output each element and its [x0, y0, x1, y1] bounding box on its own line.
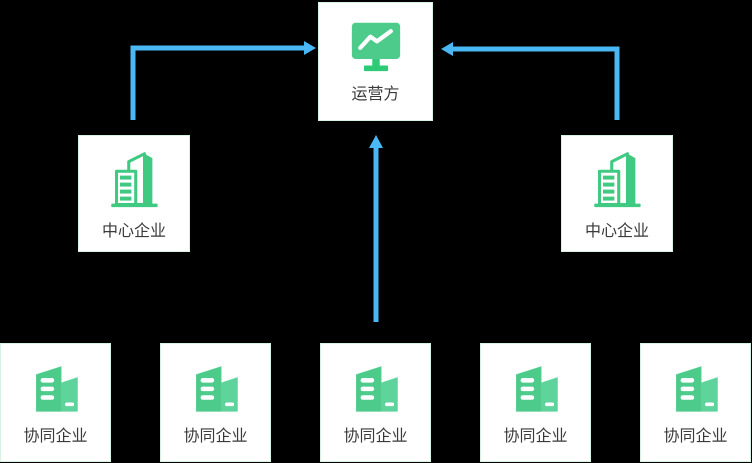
company-building-icon	[35, 366, 78, 412]
company-building-icon	[675, 366, 718, 412]
node-collaborator-3: 协同企业	[320, 343, 431, 462]
node-collaborator-2: 协同企业	[160, 343, 271, 462]
node-collaborator-5: 协同企业	[640, 343, 751, 462]
office-building-icon	[111, 152, 158, 208]
node-label: 协同企业	[663, 428, 728, 445]
office-building-icon	[594, 152, 641, 208]
company-building-icon	[195, 366, 238, 412]
arrow-collaborator-to-operator	[369, 135, 383, 322]
node-central-enterprise-left: 中心企业	[78, 135, 190, 252]
company-building-icon	[515, 366, 558, 412]
company-building-icon	[355, 366, 398, 412]
node-collaborator-1: 协同企业	[0, 343, 111, 462]
node-label: 协同企业	[503, 428, 568, 445]
monitor-chart-icon	[351, 22, 400, 71]
node-label: 中心企业	[101, 223, 166, 240]
node-label: 协同企业	[183, 428, 248, 445]
node-operator: 运营方	[318, 2, 433, 121]
node-label: 运营方	[351, 85, 400, 103]
node-central-enterprise-right: 中心企业	[561, 135, 673, 252]
arrow-central-left-to-operator	[130, 41, 316, 120]
node-label: 协同企业	[343, 428, 408, 445]
node-label: 中心企业	[584, 223, 649, 240]
arrow-central-right-to-operator	[441, 42, 620, 120]
node-collaborator-4: 协同企业	[480, 343, 591, 462]
node-label: 协同企业	[23, 428, 88, 445]
